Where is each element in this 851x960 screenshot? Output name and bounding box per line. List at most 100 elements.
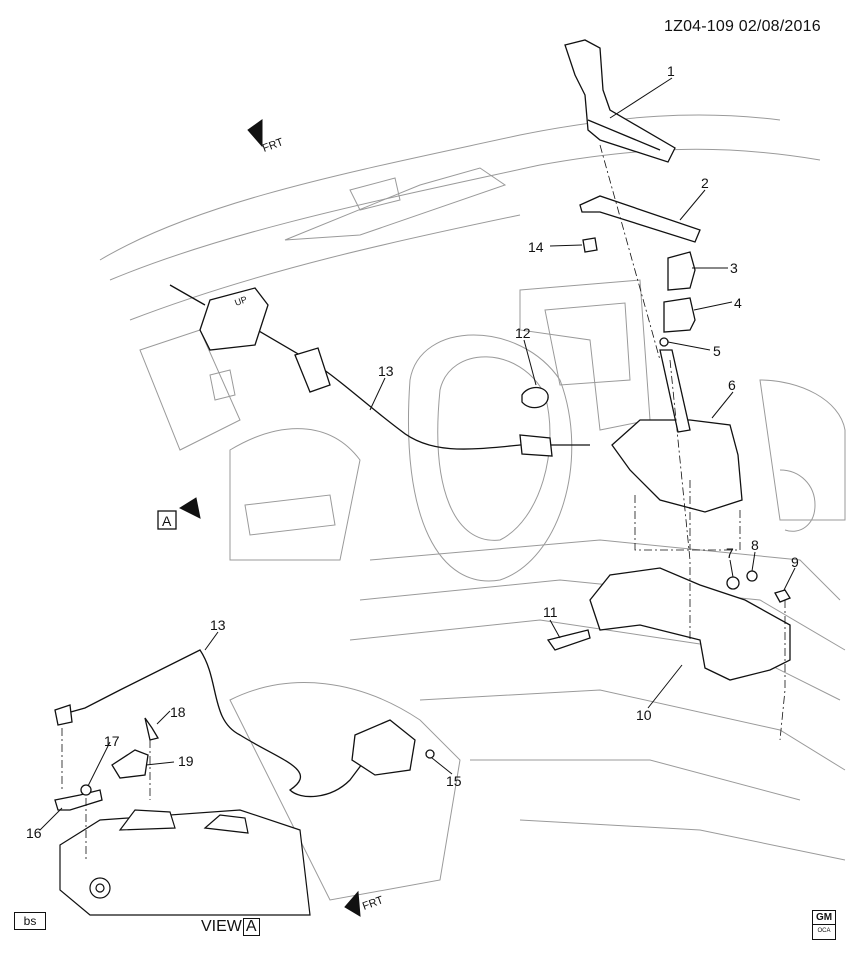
cable-grommet-upper bbox=[199, 287, 269, 351]
leader-12 bbox=[523, 339, 537, 386]
callout-19: 19 bbox=[178, 753, 194, 769]
right-body-panel bbox=[779, 469, 816, 532]
frt-label-bottom: FRT bbox=[361, 894, 385, 913]
leader-1 bbox=[609, 77, 673, 119]
callout-16: 16 bbox=[26, 825, 42, 841]
callout-9: 9 bbox=[791, 554, 799, 570]
link-nut bbox=[80, 784, 92, 796]
callout-11: 11 bbox=[543, 604, 558, 620]
callout-8: 8 bbox=[751, 537, 759, 553]
callout-2: 2 bbox=[701, 175, 709, 191]
gm-logo-main: GM bbox=[815, 912, 833, 923]
shift-knob bbox=[587, 119, 661, 151]
transmission-ghost bbox=[229, 682, 461, 901]
view-ref-box-footer: A bbox=[242, 918, 260, 936]
view-ref-letter: A bbox=[162, 513, 172, 529]
steering-wheel bbox=[437, 356, 551, 541]
front-arrow-top-icon bbox=[247, 119, 263, 148]
leader-7 bbox=[729, 559, 734, 578]
nut bbox=[774, 589, 791, 603]
leader-16 bbox=[39, 807, 63, 831]
frt-label-top: FRT bbox=[261, 136, 285, 155]
shift-lever-link bbox=[54, 789, 103, 811]
shift-control-lever bbox=[659, 349, 691, 433]
shift-control-bracket bbox=[589, 567, 791, 681]
callout-13-lower: 13 bbox=[210, 617, 226, 633]
leader-13-lower bbox=[204, 631, 219, 651]
view-text: VIEW bbox=[201, 918, 242, 935]
shifter-screw bbox=[659, 337, 669, 347]
callout-10: 10 bbox=[636, 707, 652, 723]
assembly-line bbox=[634, 495, 740, 551]
shift-knob bbox=[564, 39, 676, 163]
callout-3: 3 bbox=[730, 260, 738, 276]
transmission-housing bbox=[203, 814, 249, 834]
lower-panel bbox=[244, 494, 336, 536]
floor-outline bbox=[419, 689, 846, 771]
cable-end-lower bbox=[54, 704, 73, 726]
callout-18: 18 bbox=[170, 704, 186, 720]
shifter-switch-lower bbox=[663, 297, 696, 333]
dashboard-vent bbox=[284, 167, 507, 241]
dashboard-outline bbox=[109, 148, 821, 281]
cable-damper bbox=[294, 347, 331, 393]
nut bbox=[746, 570, 758, 582]
callout-1: 1 bbox=[667, 63, 675, 79]
document-id: 1Z04-109 02/08/2016 bbox=[664, 18, 821, 35]
view-ref-box bbox=[157, 510, 177, 530]
callout-6: 6 bbox=[728, 377, 736, 393]
assembly-line bbox=[779, 600, 786, 741]
callout-7: 7 bbox=[726, 545, 734, 561]
washer bbox=[726, 576, 740, 590]
bracket-bolt bbox=[546, 629, 591, 651]
transmission-boss bbox=[95, 883, 105, 893]
leader-6 bbox=[711, 391, 734, 419]
shift-cable-lower bbox=[59, 649, 381, 798]
callout-12: 12 bbox=[515, 325, 531, 341]
leader-10 bbox=[647, 664, 683, 709]
dashboard-vent bbox=[349, 177, 401, 211]
shifter-trim-plate bbox=[579, 195, 701, 243]
grommet-bolt bbox=[425, 749, 435, 759]
floor-outline bbox=[470, 759, 801, 801]
leader-18 bbox=[156, 710, 171, 725]
leader-19 bbox=[145, 761, 175, 766]
leader-9 bbox=[783, 567, 796, 591]
callout-17: 17 bbox=[104, 733, 120, 749]
steering-wheel bbox=[407, 334, 573, 582]
cable-bracket bbox=[111, 749, 149, 779]
leader-14 bbox=[549, 244, 583, 247]
transmission-housing bbox=[118, 809, 176, 831]
assembly-line bbox=[599, 144, 661, 361]
transmission-housing bbox=[59, 809, 311, 916]
cable-end-fitting bbox=[519, 434, 553, 457]
leader-15 bbox=[431, 757, 453, 775]
leader-11 bbox=[549, 619, 561, 639]
center-console bbox=[519, 279, 651, 431]
assembly-line bbox=[669, 359, 691, 640]
right-body-panel bbox=[759, 379, 846, 521]
leader-2 bbox=[679, 189, 706, 221]
gm-logo: GM OCA bbox=[812, 910, 836, 940]
up-label: UP bbox=[233, 294, 248, 308]
left-body-panel bbox=[139, 329, 241, 451]
gm-logo-sub: OCA bbox=[813, 924, 835, 938]
center-console bbox=[544, 302, 631, 386]
callout-13-upper: 13 bbox=[378, 363, 394, 379]
cable-grommet-lower bbox=[351, 719, 416, 776]
bracket-bolt-lower bbox=[144, 717, 160, 741]
lower-panel bbox=[229, 428, 361, 561]
trim-clip bbox=[582, 237, 598, 253]
leader-17 bbox=[87, 741, 111, 787]
dashboard-outline bbox=[129, 214, 521, 321]
shift-control-assembly bbox=[611, 419, 743, 513]
leader-8 bbox=[751, 551, 756, 572]
callout-5: 5 bbox=[713, 343, 721, 359]
dashboard-outline bbox=[99, 114, 781, 261]
bs-tag: bs bbox=[14, 912, 46, 930]
leader-5 bbox=[667, 341, 711, 351]
leader-13-upper bbox=[369, 377, 386, 411]
